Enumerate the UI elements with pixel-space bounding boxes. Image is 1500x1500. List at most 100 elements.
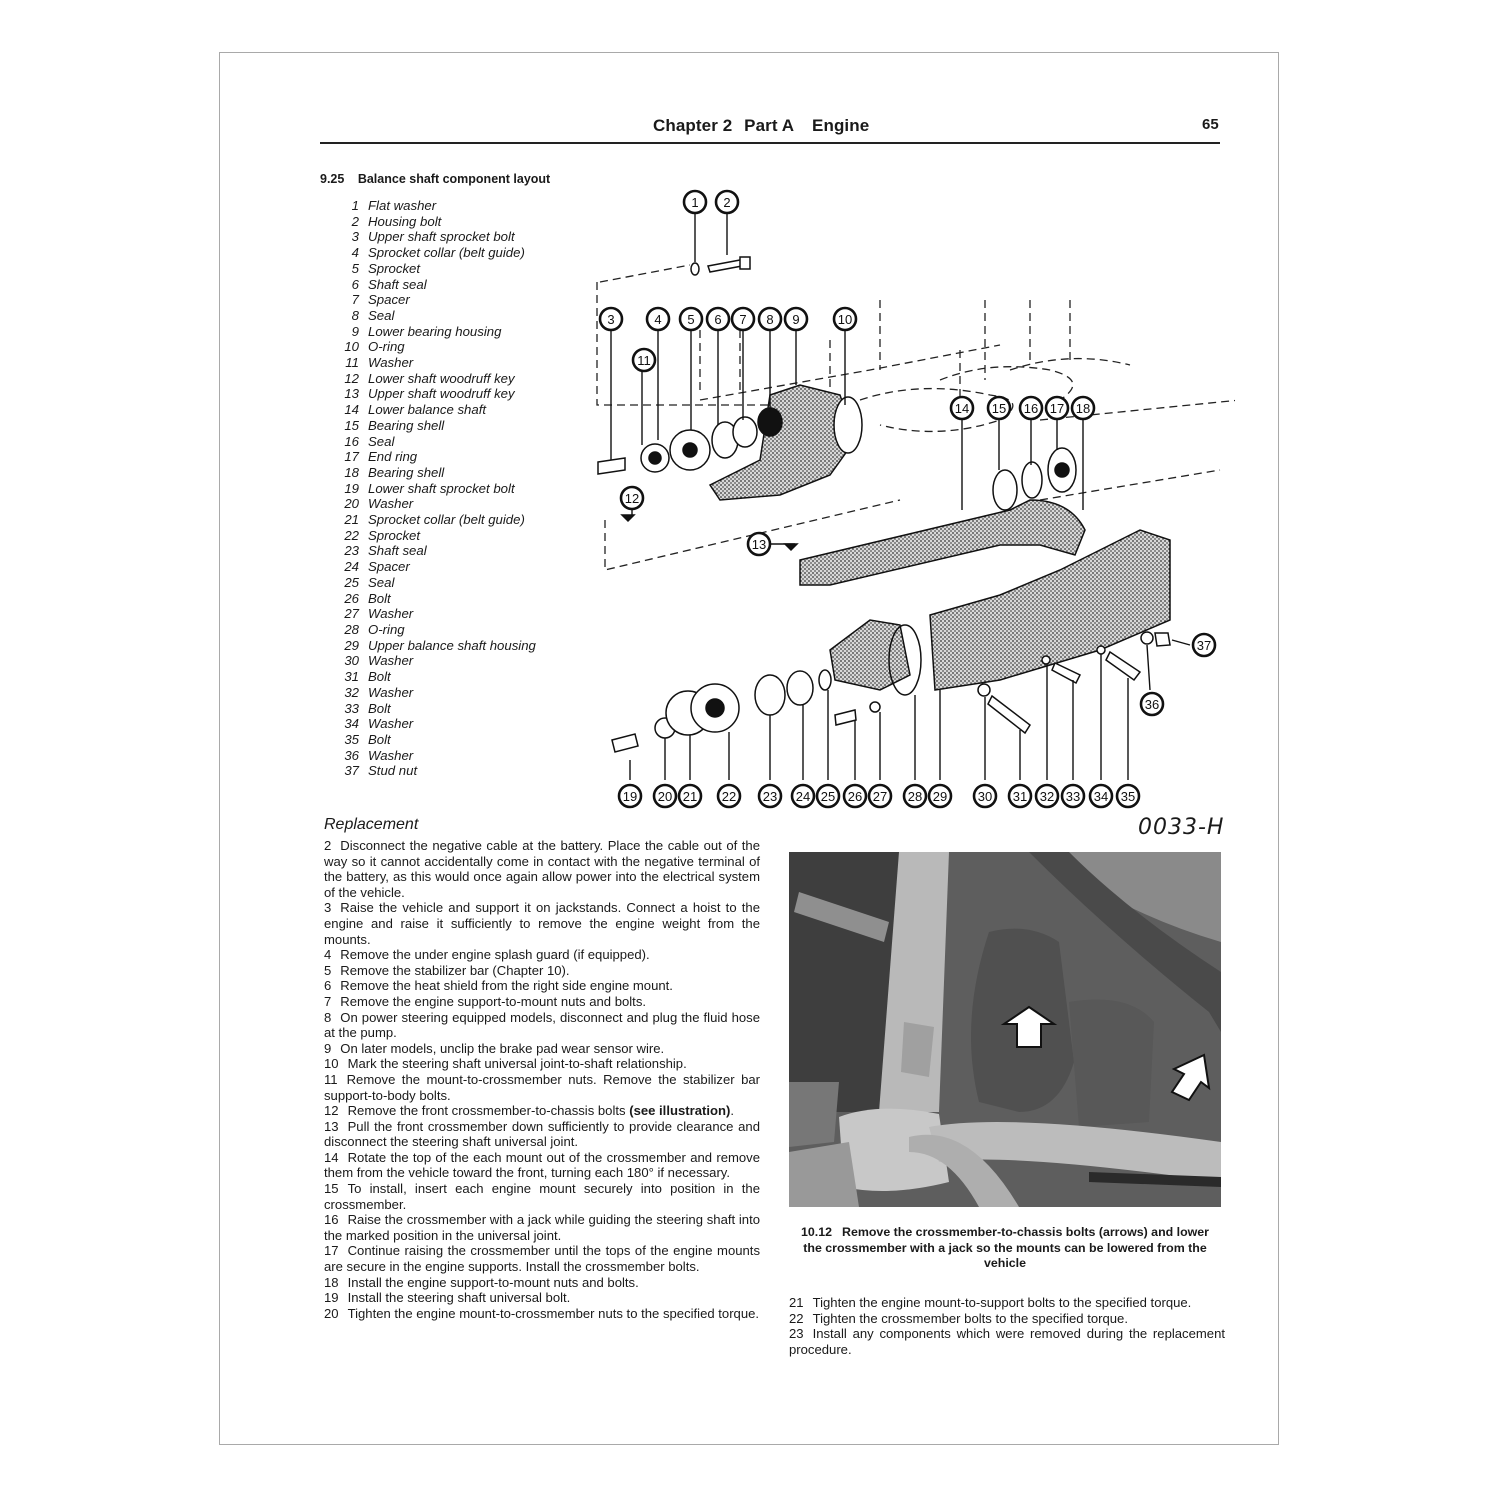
legend-item-label: Lower balance shaft <box>368 402 487 418</box>
legend-item-label: Flat washer <box>368 198 437 213</box>
legend-item: 27 Washer <box>338 606 536 622</box>
legend-item-label: Seal <box>368 307 395 323</box>
legend-item-number: 20 <box>344 496 359 512</box>
svg-text:30: 30 <box>978 789 992 804</box>
legend-item-number: 37 <box>344 763 359 779</box>
legend-item-number: 28 <box>344 621 359 637</box>
legend-item-label: Washer <box>368 653 414 669</box>
step-text: Remove the mount-to-crossmember nuts. Re… <box>324 1071 760 1103</box>
legend-item-number: 14 <box>344 402 359 418</box>
legend-item-number: 35 <box>344 731 359 747</box>
section-label: Engine <box>812 116 870 135</box>
step-text: Remove the engine support-to-mount nuts … <box>340 993 646 1009</box>
illustration-reference: (see illustration) <box>629 1103 731 1119</box>
legend-item-number: 36 <box>344 747 359 763</box>
legend-item-number: 27 <box>344 606 359 622</box>
svg-text:15: 15 <box>992 401 1006 416</box>
step-text: Tighten the crossmember bolts to the spe… <box>812 1310 1128 1326</box>
legend-item-label: Washer <box>368 716 414 732</box>
chapter-label: Chapter 2 <box>653 116 733 135</box>
legend-item-label: Bolt <box>368 731 391 747</box>
legend-item-label: O-ring <box>368 339 405 355</box>
figure-9-25-caption: 9.25 Balance shaft component layout <box>320 172 550 186</box>
svg-text:31: 31 <box>1013 789 1027 804</box>
legend-item-label: Washer <box>368 606 414 622</box>
bearing-shell-15 <box>992 469 1018 511</box>
svg-text:20: 20 <box>658 789 672 804</box>
legend-item-label: Seal <box>368 433 395 449</box>
svg-text:36: 36 <box>1145 697 1159 712</box>
step-number: 16 <box>324 1212 339 1228</box>
svg-text:34: 34 <box>1094 789 1108 804</box>
legend-item-label: Lower bearing housing <box>368 323 502 339</box>
legend-item: 14 Lower balance shaft <box>338 402 536 418</box>
legend-item-number: 5 <box>351 260 359 276</box>
legend-item-label: Sprocket collar (belt guide) <box>368 245 525 261</box>
header-divider <box>320 142 1220 144</box>
step-number: 5 <box>324 962 332 978</box>
svg-text:1: 1 <box>691 195 698 210</box>
step-text: On power steering equipped models, disco… <box>324 1009 760 1041</box>
step-text: Remove the stabilizer bar (Chapter 10). <box>340 962 570 978</box>
svg-text:2: 2 <box>723 195 730 210</box>
legend-item-label: Bearing shell <box>368 464 445 480</box>
section-heading-replacement: Replacement <box>324 816 419 833</box>
step-number: 9 <box>324 1040 332 1056</box>
figure-caption-text: Remove the crossmember-to-chassis bolts … <box>803 1225 1210 1271</box>
legend-item-label: Sprocket <box>368 260 421 276</box>
legend-item: 4 Sprocket collar (belt guide) <box>338 245 536 261</box>
svg-text:24: 24 <box>796 789 810 804</box>
svg-text:22: 22 <box>722 789 736 804</box>
svg-text:16: 16 <box>1024 401 1038 416</box>
step-text: Raise the vehicle and support it on jack… <box>324 900 760 947</box>
svg-text:25: 25 <box>821 789 835 804</box>
legend-item-number: 21 <box>344 512 359 528</box>
svg-text:33: 33 <box>1066 789 1080 804</box>
step-number: 14 <box>324 1149 339 1165</box>
legend-item-label: Lower shaft woodruff key <box>368 370 515 386</box>
legend-item-number: 24 <box>344 559 359 575</box>
legend-item-number: 18 <box>344 464 359 480</box>
step-text: Remove the front crossmember-to-chassis … <box>347 1103 626 1119</box>
legend-item-number: 4 <box>351 245 359 261</box>
svg-text:35: 35 <box>1121 789 1135 804</box>
lower-bearing-housing <box>708 384 863 501</box>
engine-block-outline <box>596 264 1235 571</box>
drawing-id: 0033-H <box>1138 815 1225 840</box>
step-end: . <box>730 1103 734 1119</box>
step-text: Disconnect the negative cable at the bat… <box>324 838 760 900</box>
legend-item-label: Bolt <box>368 700 391 716</box>
svg-text:7: 7 <box>739 312 746 327</box>
figure-number: 10.12 <box>800 1225 832 1239</box>
step-number: 11 <box>324 1071 338 1087</box>
svg-text:8: 8 <box>766 312 773 327</box>
svg-text:19: 19 <box>623 789 637 804</box>
step-number: 10 <box>324 1056 339 1072</box>
legend-item-label: Lower shaft sprocket bolt <box>368 480 515 496</box>
step-text: Install the engine support-to-mount nuts… <box>347 1274 639 1290</box>
svg-text:32: 32 <box>1040 789 1054 804</box>
step-text: Rotate the top of the each mount out of … <box>324 1149 760 1181</box>
step-number: 13 <box>324 1118 339 1134</box>
legend-item-label: Housing bolt <box>368 213 442 229</box>
upper-sprocket-stack <box>597 407 783 475</box>
legend-item-label: Washer <box>368 747 414 763</box>
